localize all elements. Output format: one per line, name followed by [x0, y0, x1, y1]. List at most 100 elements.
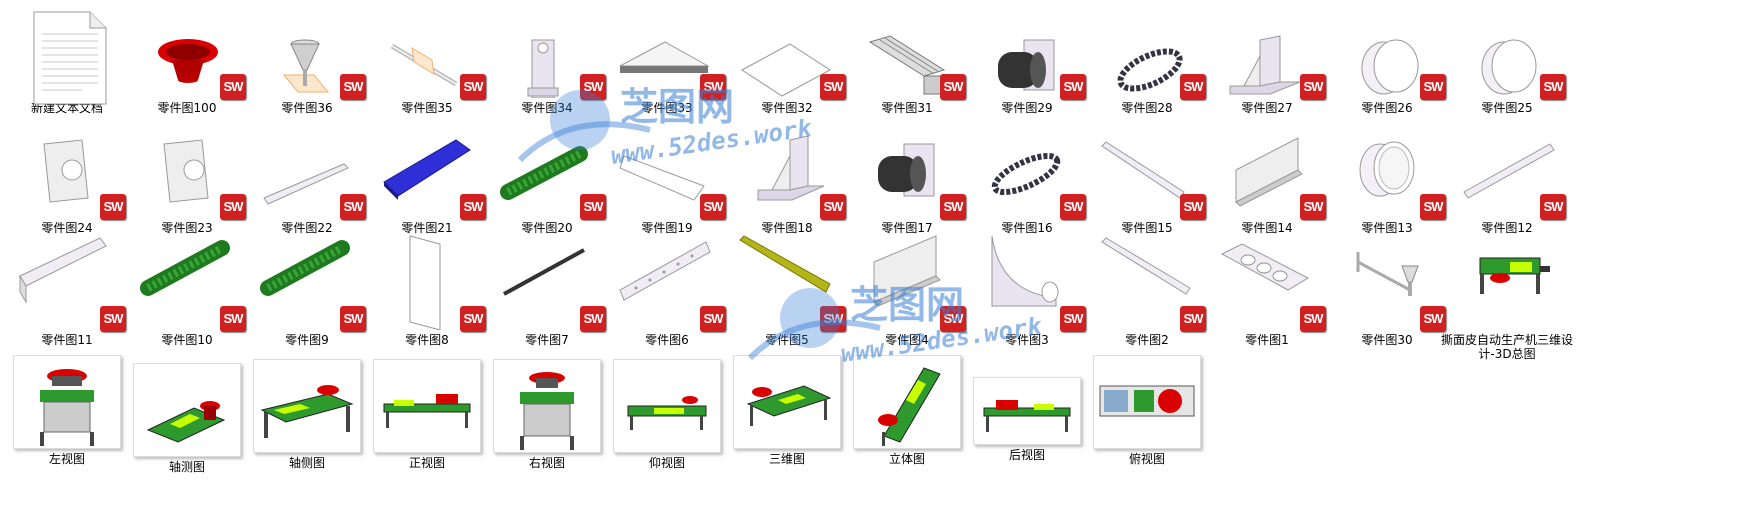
file-label: 零件图30	[1361, 333, 1413, 347]
file-item[interactable]: SW 零件图17	[840, 120, 974, 235]
solidworks-badge-icon: SW	[1300, 74, 1326, 100]
view-item[interactable]: 立体图	[840, 355, 974, 466]
file-label: 零件图31	[881, 101, 933, 115]
solidworks-badge-icon: SW	[580, 306, 606, 332]
cradle-part-icon	[991, 235, 1059, 307]
solidworks-badge-icon: SW	[820, 194, 846, 220]
green-roller-part-icon	[260, 240, 350, 296]
shaft-part-icon	[390, 43, 458, 87]
file-item[interactable]: SW 零件图2	[1080, 232, 1214, 347]
bottom-view-thumbnail-icon	[627, 396, 707, 430]
file-item[interactable]: SW 零件图7	[480, 232, 614, 347]
solidworks-badge-icon: SW	[460, 194, 486, 220]
file-label: 零件图5	[765, 333, 809, 347]
file-item-text-doc[interactable]: 新建文本文档	[0, 0, 134, 115]
file-label: 零件图29	[1001, 101, 1053, 115]
view-item[interactable]: 正视图	[360, 359, 494, 470]
file-item[interactable]: SW 零件图20	[480, 120, 614, 235]
file-item[interactable]: SW 零件图31	[840, 0, 974, 115]
file-label: 零件图22	[281, 221, 333, 235]
view-item[interactable]: 右视图	[480, 359, 614, 470]
right-view-thumbnail-icon	[520, 372, 574, 450]
file-item[interactable]: SW 零件图16	[960, 120, 1094, 235]
solidworks-badge-icon: SW	[940, 194, 966, 220]
ring-part-icon	[1359, 141, 1415, 197]
solidworks-badge-icon: SW	[220, 306, 246, 332]
file-label: 零件图9	[285, 333, 329, 347]
file-item[interactable]: SW 零件图3	[960, 232, 1094, 347]
view-item[interactable]: 轴测图	[120, 363, 254, 474]
view-item[interactable]: 轴侧图	[240, 359, 374, 470]
file-item[interactable]: SW 零件图29	[960, 0, 1094, 115]
solidworks-badge-icon: SW	[1060, 74, 1086, 100]
file-item[interactable]: SW 零件图10	[120, 232, 254, 347]
file-item[interactable]: SW 零件图100	[120, 0, 254, 115]
panel-part-icon	[409, 235, 441, 330]
rail-part-icon	[263, 163, 349, 205]
solidworks-badge-icon: SW	[1060, 194, 1086, 220]
file-item[interactable]: SW 零件图4	[840, 232, 974, 347]
text-document-icon	[33, 11, 107, 105]
file-label: 零件图7	[525, 333, 569, 347]
file-label: 零件图10	[161, 333, 213, 347]
file-item[interactable]: SW 零件图27	[1200, 0, 1334, 115]
file-item[interactable]: SW 零件图25	[1440, 0, 1574, 115]
file-item[interactable]: SW 零件图30	[1320, 232, 1454, 347]
solidworks-badge-icon: SW	[700, 74, 726, 100]
solidworks-badge-icon: SW	[100, 194, 126, 220]
file-item[interactable]: SW 零件图8	[360, 232, 494, 347]
front-view-thumbnail-icon	[383, 394, 471, 428]
rail-part-icon	[1101, 237, 1191, 295]
file-item[interactable]: SW 零件图12	[1440, 120, 1574, 235]
view-item[interactable]: 后视图	[960, 377, 1094, 462]
view-item[interactable]: 左视图	[0, 355, 134, 466]
solidworks-badge-icon: SW	[340, 306, 366, 332]
file-item[interactable]: SW 零件图28	[1080, 0, 1214, 115]
file-item[interactable]: SW 零件图34	[480, 0, 614, 115]
file-label: 零件图23	[161, 221, 213, 235]
solidworks-badge-icon: SW	[700, 194, 726, 220]
green-roller-part-icon	[140, 240, 230, 296]
chain-part-icon	[1117, 48, 1183, 92]
file-item[interactable]: SW 零件图24	[0, 120, 134, 235]
solidworks-badge-icon: SW	[220, 74, 246, 100]
chain-part-icon	[991, 152, 1061, 196]
file-label: 零件图17	[881, 221, 933, 235]
file-item[interactable]: SW 零件图32	[720, 0, 854, 115]
view-item[interactable]: 仰视图	[600, 359, 734, 470]
blue-beam-part-icon	[383, 139, 471, 200]
file-label: 零件图13	[1361, 221, 1413, 235]
disc-part-icon	[1481, 39, 1537, 95]
file-item[interactable]: SW 零件图1	[1200, 232, 1334, 347]
file-item[interactable]: SW 零件图9	[240, 232, 374, 347]
file-label: 零件图26	[1361, 101, 1413, 115]
file-item[interactable]: SW 零件图13	[1320, 120, 1454, 235]
file-item[interactable]: SW 零件图35	[360, 0, 494, 115]
rear-view-thumbnail-icon	[983, 400, 1071, 432]
file-item[interactable]: SW 零件图18	[720, 120, 854, 235]
file-item[interactable]: SW 零件图23	[120, 120, 254, 235]
view-item[interactable]: 三维图	[720, 355, 854, 466]
file-item[interactable]: SW 零件图21	[360, 120, 494, 235]
file-item[interactable]: SW 零件图14	[1200, 120, 1334, 235]
file-item[interactable]: SW 零件图33	[600, 0, 734, 115]
file-item-assembly[interactable]: 撕面皮自动生产机三维设计-3D总图	[1440, 232, 1574, 361]
file-item[interactable]: SW 零件图36	[240, 0, 374, 115]
file-item[interactable]: SW 零件图11	[0, 232, 134, 347]
file-item[interactable]: SW 零件图26	[1320, 0, 1454, 115]
solidworks-badge-icon: SW	[340, 194, 366, 220]
file-item[interactable]: SW 零件图22	[240, 120, 374, 235]
file-label: 零件图15	[1121, 221, 1173, 235]
solidworks-badge-icon: SW	[1420, 306, 1446, 332]
view-label: 正视图	[408, 456, 445, 470]
file-label: 零件图33	[641, 101, 693, 115]
file-item[interactable]: SW 零件图5	[720, 232, 854, 347]
file-item[interactable]: SW 零件图15	[1080, 120, 1214, 235]
solidworks-badge-icon: SW	[460, 74, 486, 100]
solidworks-badge-icon: SW	[460, 306, 486, 332]
file-item[interactable]: SW 零件图19	[600, 120, 734, 235]
file-item[interactable]: SW 零件图6	[600, 232, 734, 347]
view-item[interactable]: 俯视图	[1080, 355, 1214, 466]
belt-part-icon	[619, 155, 705, 201]
solidworks-badge-icon: SW	[1300, 194, 1326, 220]
